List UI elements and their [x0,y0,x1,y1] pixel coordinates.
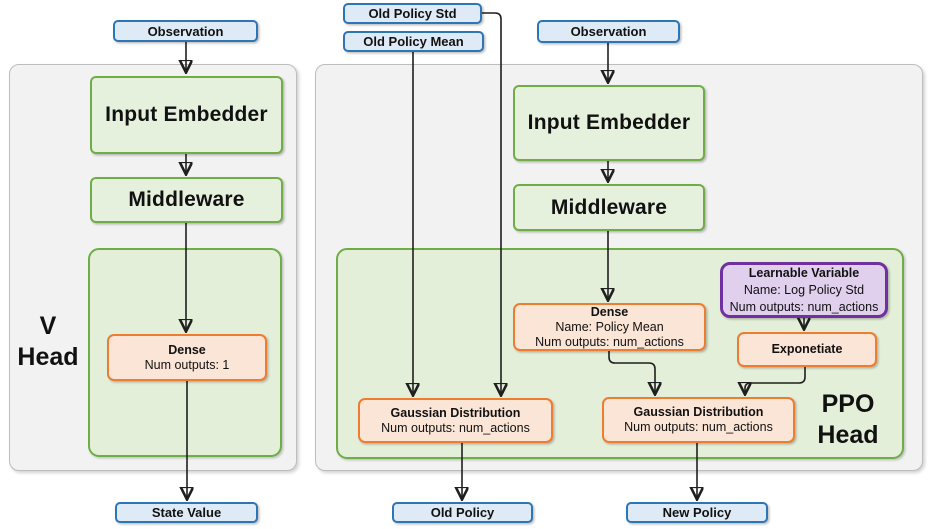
old-policy-mean-input-node: Old Policy Mean [343,31,484,52]
dense-node-v: Dense Num outputs: 1 [107,334,267,381]
dense-name: Name: Policy Mean [555,319,664,334]
old-policy-label: Old Policy [430,505,495,520]
new-policy-label: New Policy [662,505,732,520]
gaussian-old-num-outputs: Num outputs: num_actions [381,420,530,435]
observation-input-node-v: Observation [113,20,258,42]
dense-title: Dense [168,342,206,357]
gaussian-old-title: Gaussian Distribution [390,405,521,420]
observation-input-node-ppo: Observation [537,20,680,43]
input-embedder-label: Input Embedder [527,111,691,134]
exponetiate-label: Exponetiate [771,342,843,356]
input-embedder-node-v: Input Embedder [90,76,283,154]
learnable-name: Name: Log Policy Std [743,282,865,297]
observation-label: Observation [570,24,647,39]
old-policy-mean-label: Old Policy Mean [363,34,464,49]
input-embedder-label: Input Embedder [105,103,268,126]
ppo-head-title-line2: Head [817,421,879,449]
old-policy-output-node: Old Policy [392,502,533,523]
learnable-title: Learnable Variable [748,265,860,280]
v-head-title-line1: V [39,312,57,340]
middleware-label: Middleware [128,188,245,211]
gaussian-new-num-outputs: Num outputs: num_actions [624,420,773,434]
dense-num-outputs: Num outputs: num_actions [535,334,684,349]
exponetiate-node: Exponetiate [737,332,877,367]
dense-title: Dense [590,304,629,319]
old-policy-std-label: Old Policy Std [368,6,457,21]
middleware-label: Middleware [550,195,668,219]
old-policy-std-input-node: Old Policy Std [343,3,482,24]
state-value-label: State Value [151,505,222,520]
learnable-num-outputs: Num outputs: num_actions [729,299,879,314]
dense-num-outputs: Num outputs: 1 [144,357,230,372]
v-head-title-line2: Head [17,343,79,371]
gaussian-distribution-new-node: Gaussian Distribution Num outputs: num_a… [602,397,795,443]
v-head-title: V Head [8,311,88,373]
state-value-output-node: State Value [115,502,258,523]
input-embedder-node-ppo: Input Embedder [513,85,705,161]
gaussian-new-title: Gaussian Distribution [633,405,764,419]
dense-policy-mean-node: Dense Name: Policy Mean Num outputs: num… [513,303,706,351]
learnable-variable-node: Learnable Variable Name: Log Policy Std … [720,262,888,318]
middleware-node-ppo: Middleware [513,184,705,231]
new-policy-output-node: New Policy [626,502,768,523]
ppo-head-title-line1: PPO [821,390,875,418]
gaussian-distribution-old-node: Gaussian Distribution Num outputs: num_a… [358,398,553,443]
middleware-node-v: Middleware [90,177,283,223]
observation-label: Observation [147,23,224,39]
ppo-head-title: PPO Head [797,389,899,451]
